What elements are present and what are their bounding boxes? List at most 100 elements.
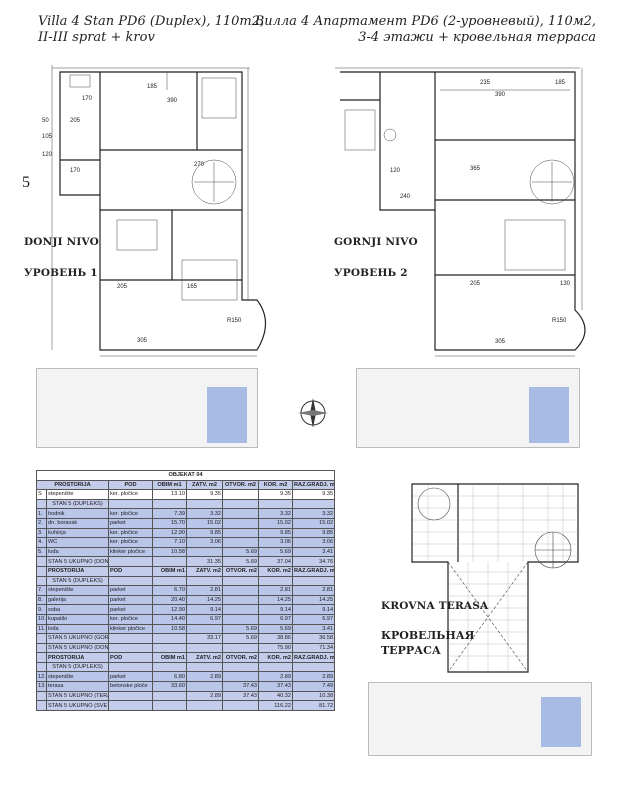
table-cell [258, 498, 293, 510]
table-cell [222, 613, 259, 625]
table-cell: 3.06 [291, 537, 336, 548]
table-cell [108, 642, 153, 654]
label-krovelnaya-terrasa: КРОВЕЛЬНАЯ ТЕРРАСА [381, 628, 474, 658]
dim-170: 170 [82, 96, 93, 102]
table-cell [152, 690, 187, 702]
header-left: Villa 4 Stan PD6 (Duplex), 110m2, II-III… [38, 14, 264, 46]
table-cell [186, 681, 223, 692]
table-cell [36, 700, 47, 711]
table-cell [222, 489, 259, 500]
table-cell: 37.43 [222, 681, 259, 692]
table-cell [186, 642, 223, 654]
table-cell [36, 498, 47, 510]
table-cell: STAN 5 UKUPNO (SVE ETAŽE) [46, 700, 109, 711]
dim-205: 205 [70, 118, 81, 124]
table-cell: ker. pločice [108, 489, 153, 500]
table-cell: klinker pločice [108, 623, 153, 635]
table-cell: 15.02 [186, 517, 223, 529]
table-cell: 14.25 [258, 594, 293, 606]
table-cell: 9.35 [258, 489, 293, 500]
label-donji-nivo: DONJI NIVO [24, 236, 100, 248]
table-cell: ker. pločice [108, 508, 153, 519]
compass-icon [298, 398, 328, 428]
key-plan-lower [36, 368, 258, 448]
table-cell: 9. [36, 604, 47, 615]
table-cell: 5.69 [222, 546, 259, 558]
table-cell [222, 498, 259, 510]
table-cell [222, 661, 259, 673]
table-cell: stepenište [46, 489, 109, 500]
table-cell: 7. [36, 585, 47, 596]
table-cell [186, 575, 223, 587]
dim-u-120: 120 [390, 168, 401, 174]
table-cell: ker. pločice [108, 527, 153, 539]
table-cell: 2.89 [186, 671, 223, 683]
table-cell [36, 652, 47, 663]
table-cell: 3.06 [186, 537, 223, 548]
col-header: KOR. m2 [258, 479, 293, 491]
table-cell: 6.97 [258, 613, 293, 625]
table-cell: 15.02 [258, 517, 293, 529]
table-cell: STAN 5 UKUPNO (DONJI I GORNJI NIVO) [46, 642, 109, 654]
table-cell [291, 661, 336, 673]
table-cell: 3.32 [186, 508, 223, 519]
table-cell: stepenište [46, 585, 109, 596]
table-cell [36, 661, 47, 673]
header-left-line1: Villa 4 Stan PD6 (Duplex), 110m2, [38, 14, 265, 29]
table-cell [222, 527, 259, 539]
table-cell: parket [108, 517, 153, 529]
table-cell [222, 585, 259, 596]
table-cell [222, 604, 259, 615]
table-cell: 7.49 [291, 681, 336, 692]
table-cell: ker. pločice [108, 613, 153, 625]
table-cell: 33.17 [186, 633, 223, 644]
table-cell: WC [46, 537, 109, 548]
table-cell: 1. [36, 508, 47, 519]
table-cell: 3.06 [258, 537, 293, 548]
table-cell: 9.35 [291, 489, 336, 500]
table-cell [186, 661, 223, 673]
table-cell [222, 537, 259, 548]
dim-120: 120 [42, 152, 53, 158]
table-cell: 9.35 [186, 489, 223, 500]
table-cell: 37.04 [258, 556, 293, 567]
col-header: OBIM m1 [152, 479, 187, 491]
table-cell: parket [108, 585, 153, 596]
table-cell [36, 690, 47, 702]
key-plan-highlight [207, 387, 247, 443]
label-krovelnaya: КРОВЕЛЬНАЯ [381, 629, 475, 642]
table-cell: 12.90 [152, 604, 187, 615]
table-cell: STAN 5 UKUPNO (GORNJI NIVO) [46, 633, 109, 644]
table-cell [186, 700, 223, 711]
table-cell: OBIM m1 [152, 565, 187, 577]
table-cell: ZATV. m2 [186, 565, 223, 577]
table-cell: 14.40 [152, 613, 187, 625]
table-cell: 13. [36, 681, 47, 692]
table-cell [108, 575, 153, 587]
table-cell: RAZ.GRADJ. m2 [291, 652, 336, 663]
table-cell: KOR. m2 [258, 565, 293, 577]
table-cell: 15.70 [152, 517, 187, 529]
dim-u-r150: R150 [552, 318, 567, 324]
table-cell: PROSTORIJA [46, 652, 109, 663]
table-cell: 13.10 [152, 489, 187, 500]
table-cell: 10. [36, 613, 47, 625]
table-cell: 9.85 [258, 527, 293, 539]
header-right: Вилла 4 Апартамент PD6 (2-уровневый), 11… [255, 14, 596, 46]
table-cell: 9.14 [291, 604, 336, 615]
dim-u-305: 305 [495, 339, 506, 345]
roof-terrace-plan [411, 483, 579, 673]
header-right-line2: 3-4 этажи + кровельная терраса [358, 30, 596, 45]
table-cell: parket [108, 671, 153, 683]
table-row: STAN 5 (DUPLEKS) [36, 575, 336, 587]
table-cell [152, 498, 187, 510]
dim-r150: R150 [227, 318, 242, 324]
